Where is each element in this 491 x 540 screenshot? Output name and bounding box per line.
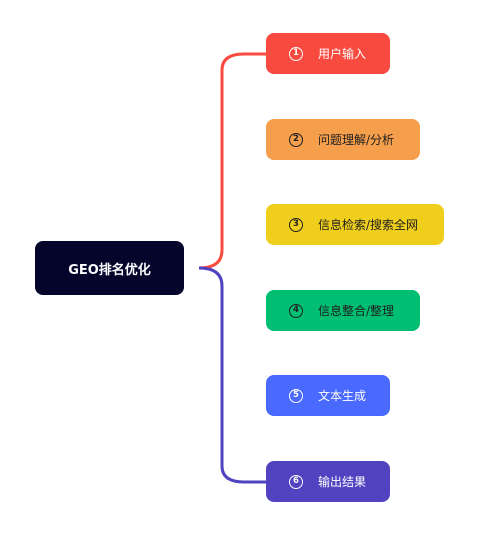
lower-bracket-line	[198, 266, 266, 484]
step-number-badge: 2	[289, 132, 303, 147]
step-number-badge: 3	[289, 217, 303, 232]
step-node[interactable]: 1 用户输入	[266, 33, 390, 74]
step-node[interactable]: 3 信息检索/搜索全网	[266, 204, 444, 245]
step-label: 问题理解/分析	[318, 133, 395, 147]
step-node[interactable]: 2 问题理解/分析	[266, 119, 420, 160]
root-node[interactable]: GEO排名优化	[35, 241, 184, 295]
upper-bracket-line	[198, 52, 266, 270]
root-label: GEO排名优化	[68, 262, 151, 278]
step-label: 信息检索/搜索全网	[318, 218, 419, 232]
step-label: 输出结果	[318, 475, 367, 489]
step-node[interactable]: 4 信息整合/整理	[266, 290, 420, 331]
step-node[interactable]: 5 文本生成	[266, 375, 390, 416]
step-number-badge: 4	[289, 303, 303, 318]
step-label: 文本生成	[318, 389, 367, 403]
step-label: 信息整合/整理	[318, 304, 395, 318]
step-label: 用户输入	[318, 47, 367, 61]
step-number-badge: 6	[289, 474, 303, 489]
step-number-badge: 1	[289, 46, 303, 61]
step-node[interactable]: 6 输出结果	[266, 461, 390, 502]
step-number-badge: 5	[289, 388, 303, 403]
